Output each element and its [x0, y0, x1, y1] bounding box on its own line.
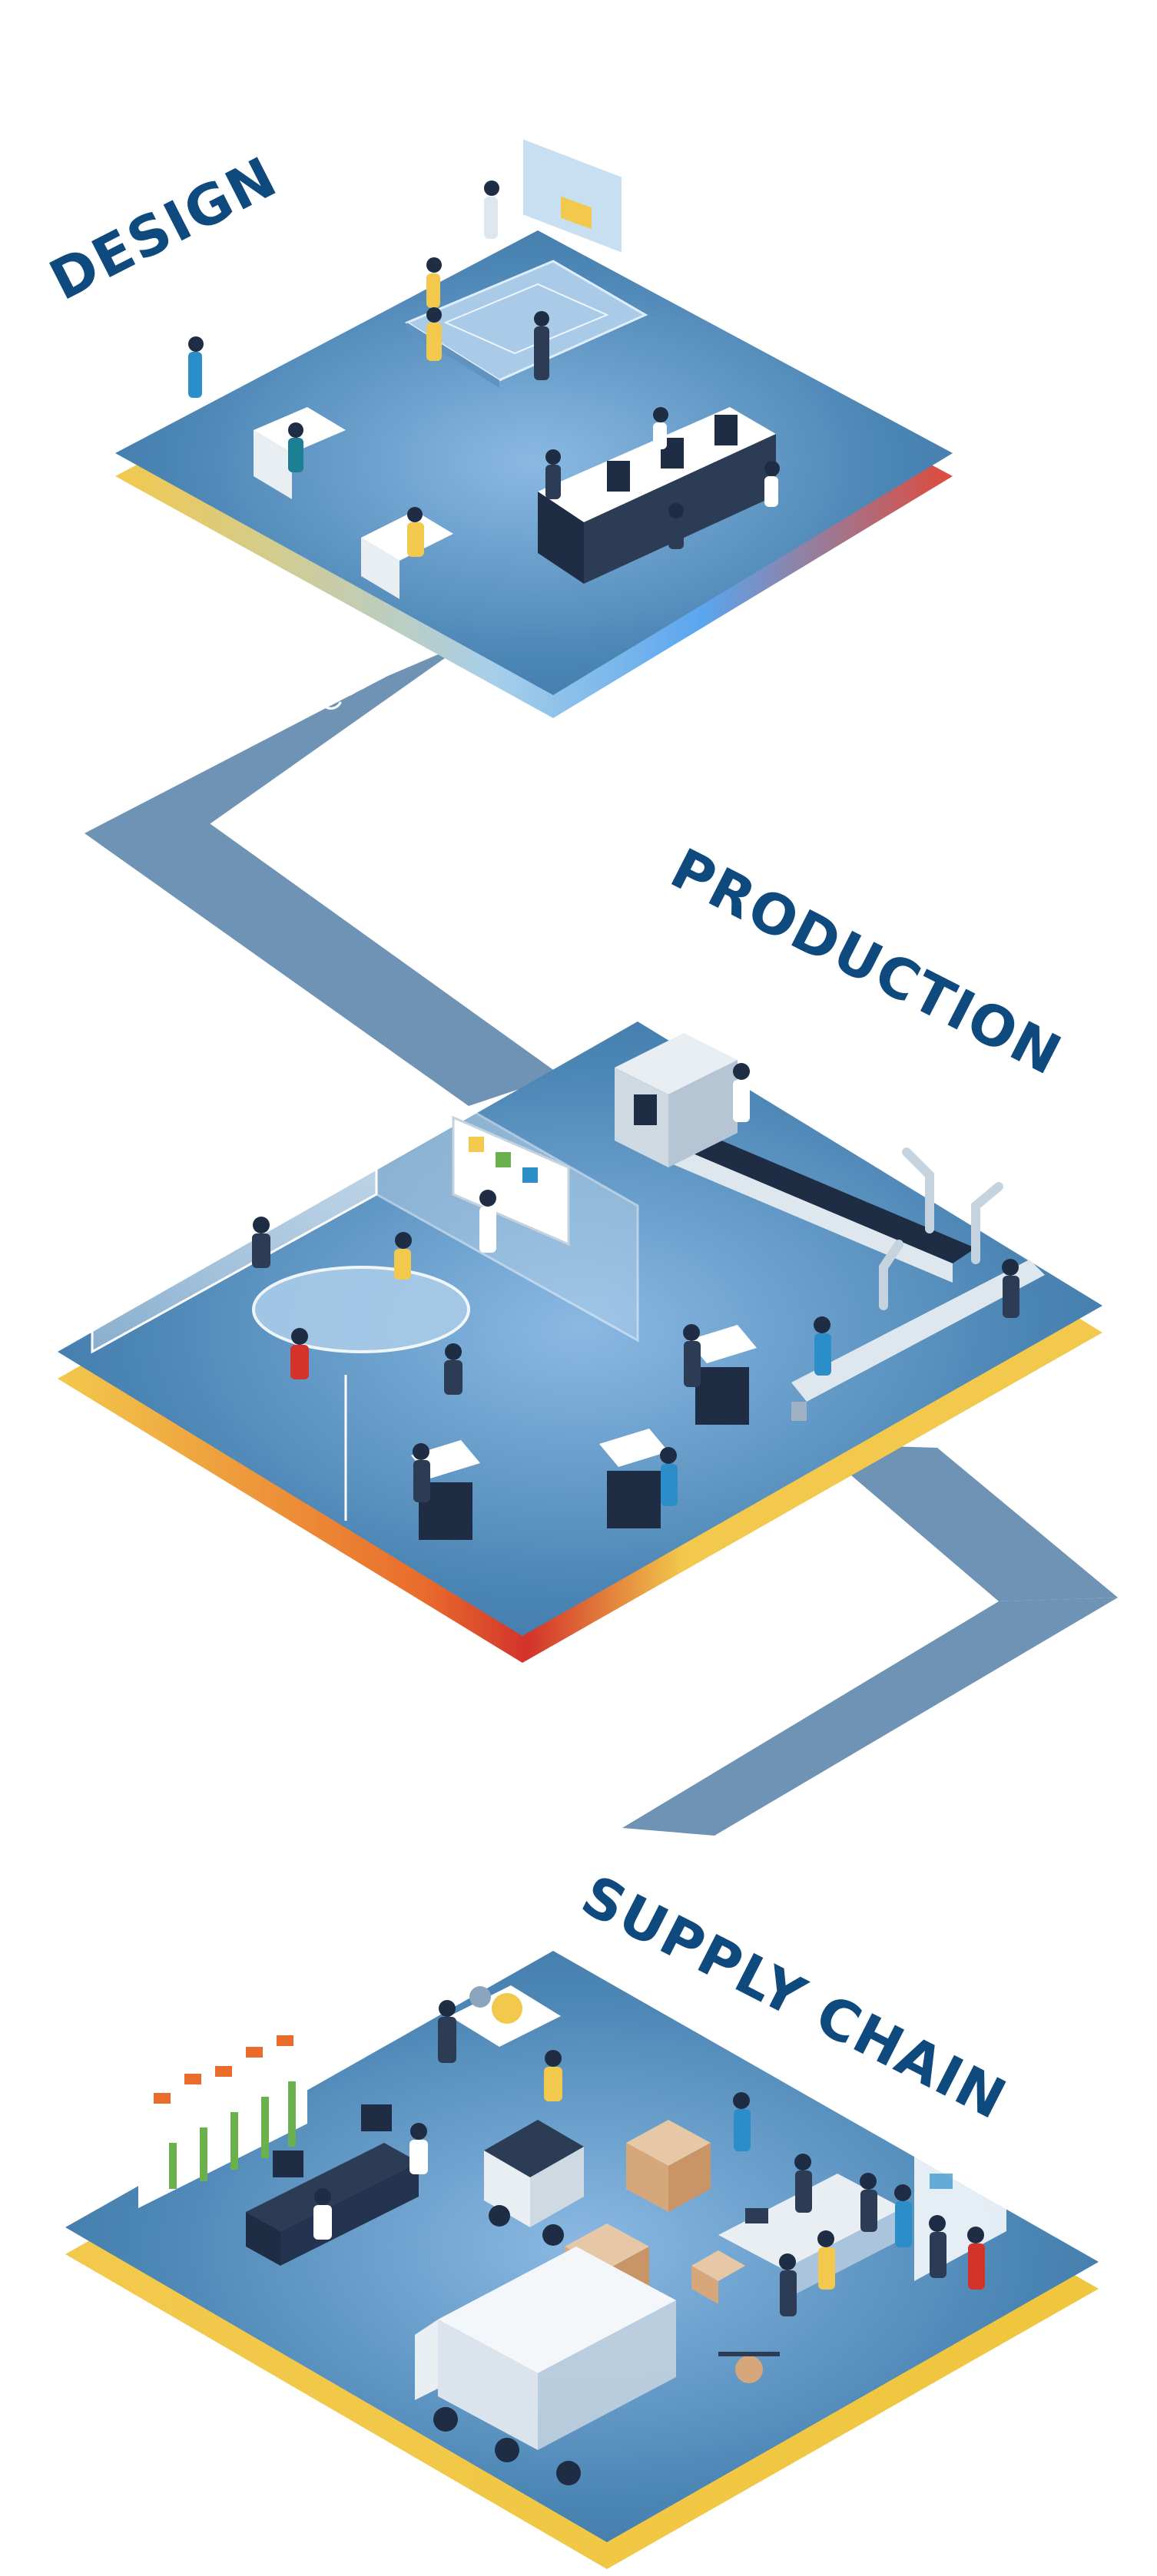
- boxes-icon: [565, 2120, 745, 2316]
- chart-board-icon: [452, 1115, 570, 1247]
- connecting-path: [85, 641, 1118, 1836]
- truck-icon: [415, 2247, 676, 2485]
- person-icon: [188, 180, 780, 557]
- forklift-icon: [484, 2120, 584, 2246]
- stage-title-design: DESIGN: [40, 144, 287, 313]
- control-desk-icon: [246, 2104, 419, 2266]
- holo-screen-icon: [522, 137, 623, 255]
- person-icon: [313, 2000, 985, 2316]
- production-details: [91, 1033, 1045, 1540]
- chart-board-icon: [138, 2005, 307, 2208]
- meeting-table-icon: [252, 1266, 470, 1353]
- supply-details: [138, 1985, 1006, 2485]
- machine-icon: [615, 1033, 738, 1167]
- conveyor-icon: [653, 1121, 1045, 1421]
- design-platform: [115, 230, 953, 718]
- design-details: [188, 137, 780, 599]
- person-icon: [252, 1063, 1019, 1506]
- drone-icon: [718, 2352, 780, 2383]
- gear-table-icon: [449, 1985, 561, 2047]
- robot-arm-icon: [879, 1147, 1003, 1310]
- production-platform: [58, 1021, 1102, 1663]
- stage-title-production: PRODUCTION: [661, 836, 1072, 1088]
